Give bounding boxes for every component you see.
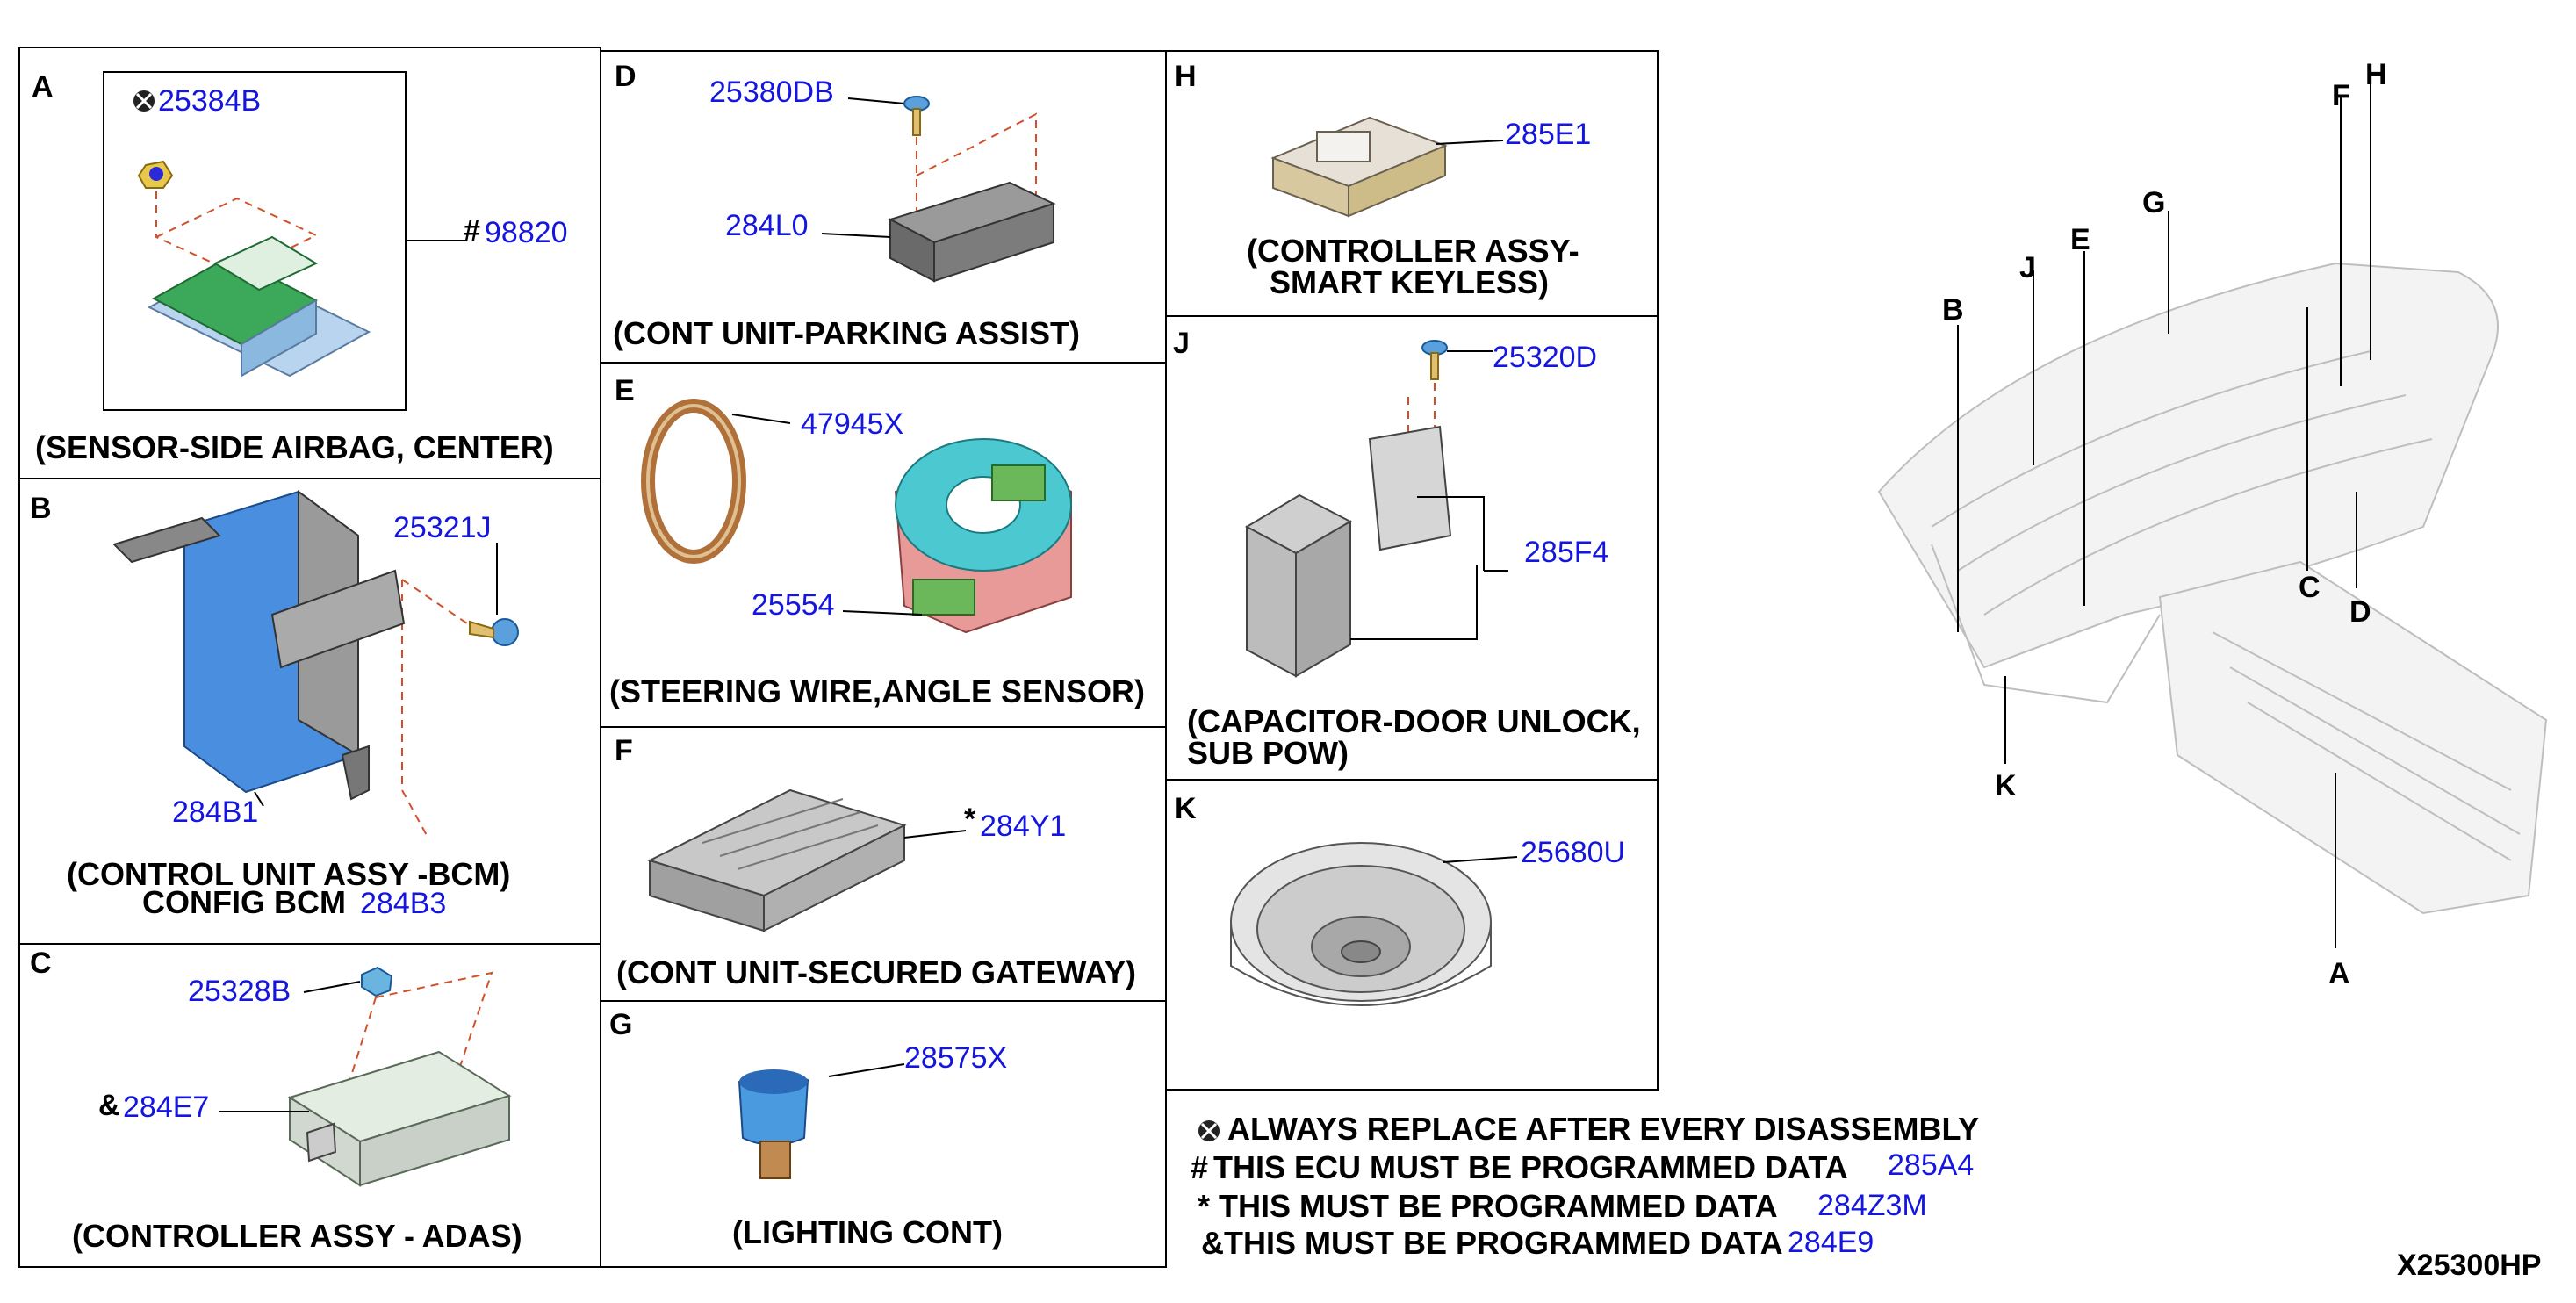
lighting-switch-icon [738,1069,809,1179]
part-number[interactable]: 25321J [393,511,492,544]
section-b: B 25321J 284B1 (CONTROL UNIT ASSY -BCM) … [30,490,519,920]
section-caption: (CONTROLLER ASSY- [1247,233,1579,269]
screw-icon [903,96,930,136]
part-number[interactable]: 284E7 [123,1091,209,1124]
section-caption: (SENSOR-SIDE AIRBAG, CENTER) [35,429,554,465]
dashboard-overview: F H G J E B C D K A [1877,58,2548,990]
screw-icon [469,618,519,646]
note-text: THIS MUST BE PROGRAMMED DATA [1219,1188,1778,1224]
section-caption: (CONTROLLER ASSY - ADAS) [72,1218,522,1254]
part-number[interactable]: 98820 [485,216,568,249]
mark-symbol: * [964,803,976,836]
section-k: K 25680U [1175,792,1625,1006]
overview-label: G [2142,186,2165,220]
drawing-number: X25300HP [2397,1249,2541,1282]
dashboard-illustration [1877,262,2548,915]
part-number[interactable]: 284L0 [725,209,809,242]
airbag-sensor-icon [147,235,371,378]
replace-symbol-icon [133,90,155,112]
section-caption: SUB POW) [1187,735,1349,771]
part-number[interactable]: 285A4 [1888,1148,1974,1182]
section-label: H [1175,60,1197,93]
grid-frame [18,47,1659,1268]
section-label: E [615,374,635,407]
part-number[interactable]: 284B1 [172,795,258,829]
speaker-icon [1230,842,1492,1006]
nut-icon [361,966,393,997]
note-text: THIS MUST BE PROGRAMMED DATA [1224,1225,1783,1261]
section-h: H 285E1 (CONTROLLER ASSY- SMART KEYLESS) [1175,60,1591,300]
part-number[interactable]: 25384B [158,84,261,118]
section-a: A 25384B # 98820 (SENSOR-SIDE AIRBAG, CE… [32,70,568,465]
adas-controller-icon [287,1050,512,1187]
section-g: G 28575X (LIGHTING CONT) [609,1008,1007,1250]
screw-icon [1421,340,1448,380]
section-f: F * 284Y1 (CONT UNIT-SECURED GATEWAY) [615,734,1136,990]
nut-icon [137,160,174,189]
note-symbol: # [1191,1149,1208,1185]
overview-label: K [1995,769,2017,803]
bcm-control-unit-icon [112,490,406,801]
part-number[interactable]: 25680U [1521,836,1625,869]
note-symbol: & [1201,1225,1224,1261]
angle-sensor-icon [894,438,1072,634]
overview-label: J [2019,251,2036,284]
section-caption: (LIGHTING CONT) [732,1214,1003,1250]
section-label: D [615,60,637,93]
section-label: K [1175,792,1197,825]
parking-assist-unit-icon [888,181,1056,283]
part-number[interactable]: 47945X [801,407,903,441]
section-caption: (CONT UNIT-SECURED GATEWAY) [616,954,1136,990]
note-symbol: * [1198,1188,1210,1224]
part-number[interactable]: 285E1 [1505,118,1591,151]
section-label: G [609,1008,632,1041]
section-label: F [615,734,633,767]
bracket-icon [1368,425,1452,551]
part-number[interactable]: 285F4 [1524,536,1608,569]
overview-label: E [2070,223,2090,256]
section-label: B [30,492,52,525]
part-number[interactable]: 25320D [1493,341,1597,374]
steering-wire-icon [641,399,746,564]
part-number[interactable]: 284Y1 [980,810,1066,843]
part-number[interactable]: 28575X [904,1041,1007,1075]
section-caption: SMART KEYLESS) [1270,264,1549,300]
section-caption: (STEERING WIRE,ANGLE SENSOR) [609,673,1145,709]
mark-symbol: & [98,1089,120,1122]
replace-symbol-icon [1198,1120,1220,1141]
part-number[interactable]: 25380DB [709,76,834,109]
section-caption: (CONT UNIT-PARKING ASSIST) [613,315,1080,351]
overview-label: F [2332,79,2350,112]
section-label: C [30,947,52,980]
notes: ALWAYS REPLACE AFTER EVERY DISASSEMBLY #… [1191,1111,1979,1261]
part-number[interactable]: 284E9 [1788,1226,1874,1259]
capacitor-unit-icon [1244,493,1353,678]
part-number[interactable]: 284B3 [360,887,446,920]
section-label: J [1173,327,1190,360]
part-number[interactable]: 25554 [752,588,835,622]
part-number[interactable]: 284Z3M [1817,1189,1927,1222]
overview-label: H [2365,58,2387,91]
section-c: C 25328B & 284E7 (CONTROLLER ASSY - ADAS… [30,947,522,1254]
section-d: D 25380DB 284L0 (CONT UNIT-PARKING ASSIS… [613,60,1080,351]
overview-label: B [1942,293,1964,327]
part-number[interactable]: 25328B [188,975,291,1008]
smart-keyless-controller-icon [1270,116,1448,218]
secured-gateway-icon [647,788,907,932]
section-caption: (CAPACITOR-DOOR UNLOCK, [1187,703,1641,739]
section-label: A [32,70,54,104]
config-caption: CONFIG BCM [142,884,346,920]
section-caption: (CONTROL UNIT ASSY -BCM) [67,856,510,892]
callout-lines [1957,83,2371,948]
overview-label: C [2299,571,2321,604]
note-text: THIS ECU MUST BE PROGRAMMED DATA [1213,1149,1848,1185]
mark-symbol: # [464,214,480,248]
section-j: J 25320D 285F4 (CAPACITOR-DOOR UNLOCK, S… [1173,327,1641,771]
overview-label: D [2349,595,2371,629]
overview-label: A [2328,957,2350,990]
section-e: E 47945X 25554 (STEERING WIRE,ANGLE SENS… [609,374,1145,709]
note-text: ALWAYS REPLACE AFTER EVERY DISASSEMBLY [1227,1111,1979,1147]
